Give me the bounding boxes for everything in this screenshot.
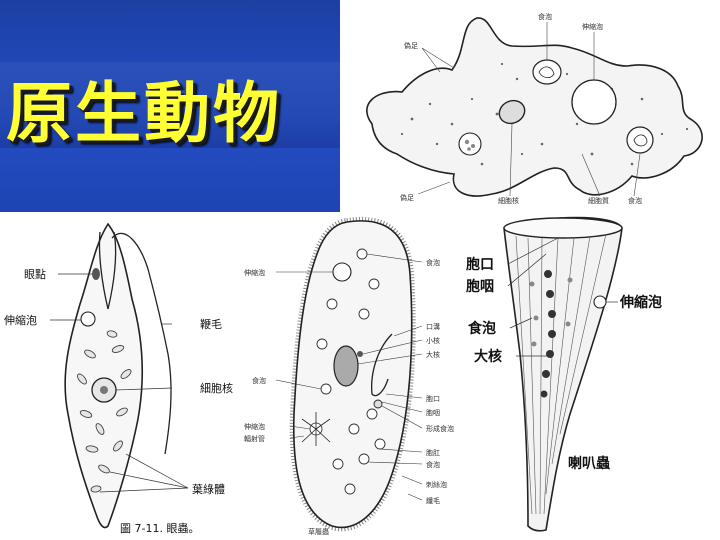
amoeba-food-vacuole-right xyxy=(626,126,654,154)
paramecium-label-contractile-vacuole-top: 伸縮泡 xyxy=(244,268,265,277)
stentor-label-mouth: 胞口 xyxy=(466,256,494,273)
stentor-figure: 胞口 胞咽 伸縮泡 食泡 大核 喇叭蟲 xyxy=(466,214,720,540)
stentor-drawing: 胞口 胞咽 伸縮泡 食泡 大核 喇叭蟲 xyxy=(466,216,662,532)
paramecium-label-macronucleus: 大核 xyxy=(426,350,440,359)
paramecium-caption: 草履蟲 xyxy=(308,527,329,536)
stentor-label-gullet: 胞咽 xyxy=(466,278,494,295)
euglena-label-nucleus: 細胞核 xyxy=(200,381,233,395)
paramecium-label-forming-food-vacuole: 形成食泡 xyxy=(426,424,454,433)
paramecium-label-micronucleus: 小核 xyxy=(426,336,440,345)
paramecium-label-gullet: 胞咽 xyxy=(426,408,440,417)
stentor-leader-lines xyxy=(507,237,618,357)
amoeba-label-cytoplasm: 細胞質 xyxy=(588,196,609,205)
euglena-flagellum xyxy=(111,232,172,455)
amoeba-drawing: 偽足 食泡 伸縮泡 細胞核 偽足 細胞質 食泡 xyxy=(366,12,703,205)
amoeba-contractile-vacuole xyxy=(571,79,617,125)
paramecium-label-trichocyst: 刺絲泡 xyxy=(426,480,447,489)
paramecium-macronucleus xyxy=(333,345,359,387)
paramecium-radial-canals xyxy=(301,412,331,446)
euglena-label-contractile-vacuole: 伸縮泡 xyxy=(4,313,37,327)
stentor-caption: 喇叭蟲 xyxy=(568,455,610,472)
amoeba-label-contractile-vacuole: 伸縮泡 xyxy=(582,22,603,31)
amoeba-outline xyxy=(366,17,703,197)
euglena-chloroplasts xyxy=(77,330,132,493)
stentor-contractile-vacuole xyxy=(593,295,607,309)
euglena-label-flagellum: 鞭毛 xyxy=(200,317,222,331)
amoeba-label-food-vacuole-top: 食泡 xyxy=(538,12,552,21)
title-band xyxy=(0,62,340,148)
paramecium-label-food-vacuole-bottom: 食泡 xyxy=(426,460,440,469)
paramecium-label-food-vacuole-left: 食泡 xyxy=(252,376,266,385)
paramecium-label-radial-canal: 輻射管 xyxy=(244,434,265,443)
euglena-label-chloroplast: 葉綠體 xyxy=(192,482,225,496)
paramecium-drawing: 伸縮泡 食泡 口溝 小核 大核 食泡 胞口 胞咽 形成食泡 伸縮泡 輻射管 胞肛… xyxy=(244,216,454,536)
euglena-leader-lines xyxy=(50,273,189,493)
euglena-contractile-vacuole xyxy=(80,311,96,327)
stentor-peristome xyxy=(503,217,623,239)
amoeba-granules xyxy=(400,62,689,166)
paramecium-forming-food-vacuole xyxy=(373,399,383,409)
paramecium-label-cilia: 纖毛 xyxy=(426,496,440,505)
euglena-label-eyespot: 眼點 xyxy=(24,268,46,281)
amoeba-label-food-vacuole-right: 食泡 xyxy=(628,196,642,205)
euglena-caption: 圖 7-11. 眼蟲。 xyxy=(120,522,199,535)
stentor-label-macronucleus: 大核 xyxy=(474,348,502,365)
paramecium-oral-groove xyxy=(371,333,393,397)
stentor-food-vacuoles xyxy=(529,277,573,347)
paramecium-contractile-vacuole-top xyxy=(332,262,352,282)
slide-title: 原生動物 xyxy=(6,75,282,152)
euglena-reservoir xyxy=(98,231,117,310)
amoeba-label-pseudopod-top: 偽足 xyxy=(404,41,418,50)
euglena-body xyxy=(64,222,144,529)
amoeba-nucleus xyxy=(498,99,526,125)
amoeba-label-nucleus: 細胞核 xyxy=(498,196,519,205)
paramecium-label-mouth: 胞口 xyxy=(426,394,440,403)
euglena-eyespot xyxy=(92,268,100,280)
amoeba-figure: 偽足 食泡 伸縮泡 細胞核 偽足 細胞質 食泡 xyxy=(342,4,716,208)
stentor-body xyxy=(503,216,623,532)
paramecium-leader-lines xyxy=(275,253,423,501)
paramecium-figure: 伸縮泡 食泡 口溝 小核 大核 食泡 胞口 胞咽 形成食泡 伸縮泡 輻射管 胞肛… xyxy=(242,214,476,540)
euglena-figure: 眼點 伸縮泡 鞭毛 細胞核 葉綠體 圖 7-11. 眼蟲。 xyxy=(0,214,272,540)
euglena-drawing: 眼點 伸縮泡 鞭毛 細胞核 葉綠體 圖 7-11. 眼蟲。 xyxy=(4,222,233,535)
paramecium-label-anal-pore: 胞肛 xyxy=(426,448,440,457)
stentor-label-food-vacuole: 食泡 xyxy=(468,320,496,337)
amoeba-leader-lines xyxy=(417,22,641,197)
amoeba-food-vacuole-left xyxy=(458,132,482,156)
paramecium-label-contractile-vacuole-bottom: 伸縮泡 xyxy=(244,422,265,431)
stentor-macronucleus xyxy=(540,270,556,398)
amoeba-label-pseudopod-bottom: 偽足 xyxy=(400,193,414,202)
paramecium-micronucleus xyxy=(357,351,363,357)
stentor-label-contractile-vacuole: 伸縮泡 xyxy=(619,294,662,311)
amoeba-food-vacuole-top xyxy=(532,59,562,85)
title-panel: 原生動物 xyxy=(0,0,340,212)
paramecium-label-oral-groove: 口溝 xyxy=(426,322,440,331)
paramecium-label-food-vacuole-top: 食泡 xyxy=(426,258,440,267)
